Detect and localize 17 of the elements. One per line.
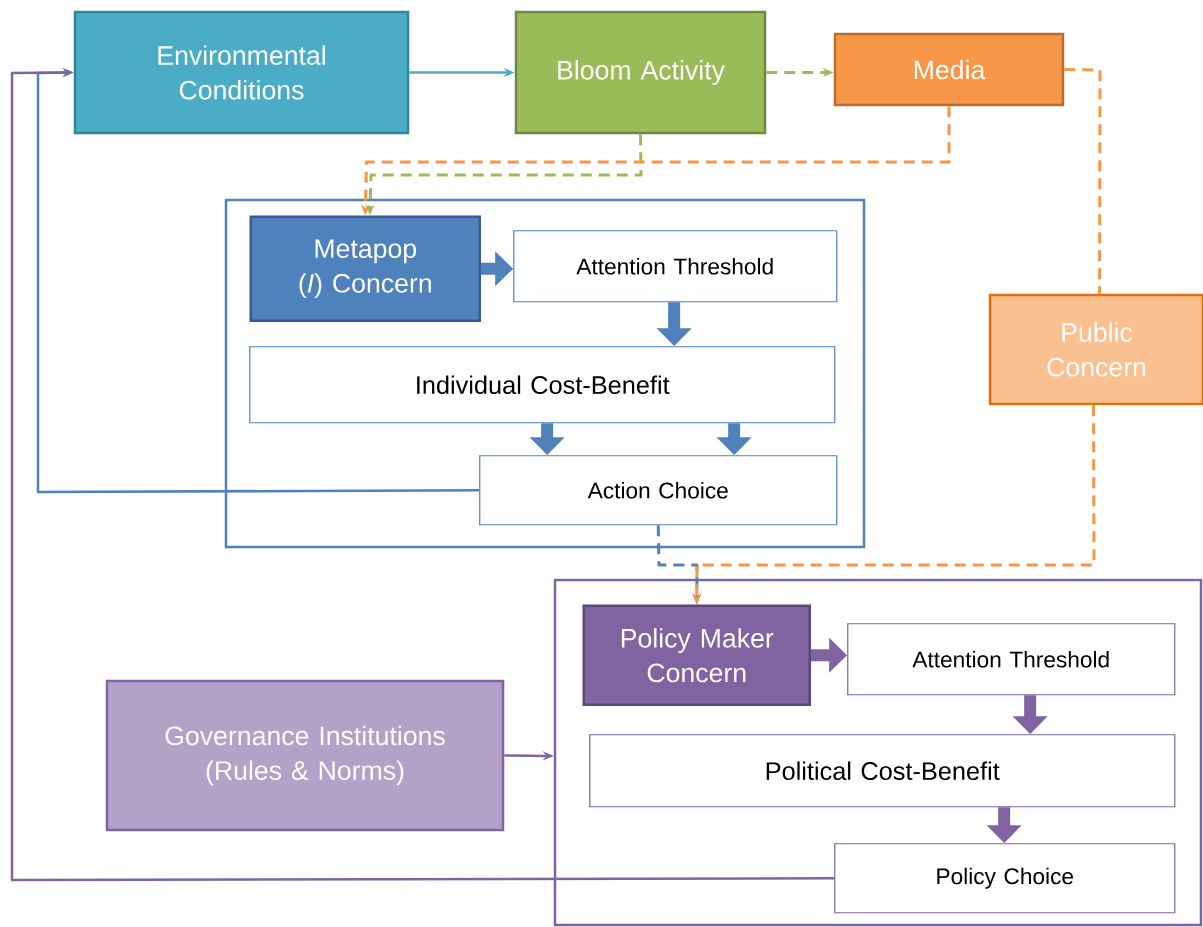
process-box: Media <box>833 32 1065 107</box>
process-box: Action Choice <box>479 455 838 526</box>
group-frame <box>553 578 1203 927</box>
process-box: Individual Cost-Benefit <box>249 346 836 424</box>
process-box: Environmental Conditions <box>73 10 410 135</box>
group-frame <box>224 198 866 549</box>
process-box: Policy Choice <box>834 843 1176 914</box>
concern-box: Metapop (I) Concern <box>249 215 481 322</box>
process-box: Attention Threshold <box>513 230 838 303</box>
process-box: Bloom Activity <box>514 10 767 135</box>
concern-box: Policy Maker Concern <box>582 604 811 706</box>
process-box: Attention Threshold <box>847 623 1176 696</box>
process-box: Public Concern <box>988 293 1203 406</box>
arrow <box>10 67 835 882</box>
dashed-line <box>1064 68 1102 294</box>
process-box: Political Cost-Benefit <box>589 734 1176 808</box>
process-box: Governance Institutions (Rules & Norms) <box>105 679 505 832</box>
